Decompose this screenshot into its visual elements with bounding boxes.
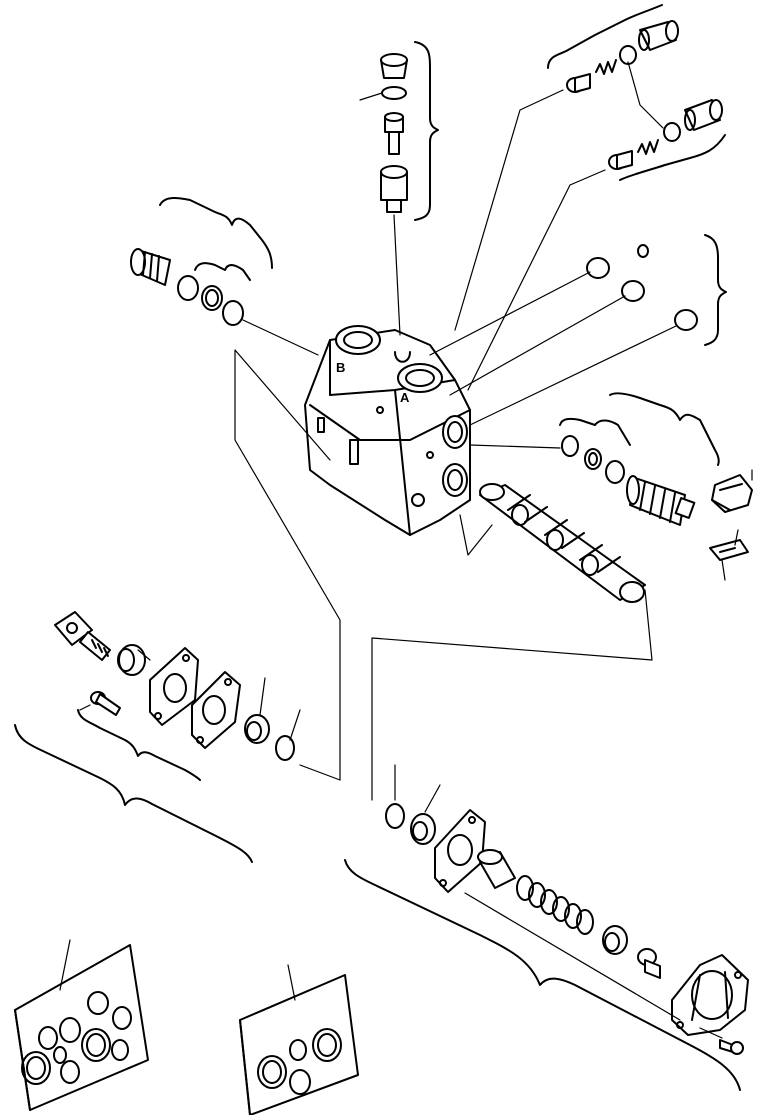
spool-end-backup-inner [588, 452, 598, 466]
left-o-ring-b [222, 300, 244, 326]
stop-bolt [637, 948, 661, 979]
left-backup-ring [201, 285, 223, 311]
large-o-ring [674, 309, 698, 331]
left-cap-bolt [90, 691, 121, 716]
medium-o-ring-a [586, 257, 610, 279]
relief-upper-poppet [566, 73, 591, 93]
relief-valve-lower-body [684, 99, 723, 131]
main-spool [479, 483, 646, 603]
left-group-brace [159, 197, 273, 269]
right-backup-washer [410, 813, 436, 845]
top-stack-brace [414, 41, 439, 221]
seal-kit-left [14, 939, 149, 1111]
top-o-ring [381, 86, 407, 100]
left-backup-ring-inner [205, 289, 219, 307]
left-gasket-plate [191, 671, 241, 749]
relief-lower-spring [637, 139, 659, 155]
left-cap-o-ring [275, 735, 295, 761]
relief-brace-upper [547, 4, 663, 69]
left-o-ring-a [177, 275, 199, 301]
top-stack-leader [359, 92, 401, 336]
spring-seat [477, 849, 516, 889]
left-seal-collar [117, 644, 146, 676]
right-end-plate [434, 809, 486, 893]
detent-clip [709, 539, 749, 561]
centering-spring [516, 875, 594, 935]
left-inner-brace [194, 262, 251, 281]
left-kit-brace [14, 724, 253, 863]
o-ring-group-brace [704, 234, 727, 346]
top-check-poppet [384, 112, 404, 155]
top-cap-plug [380, 53, 408, 79]
top-check-seat [380, 165, 408, 213]
right-plug-brace [609, 392, 720, 466]
spool-end-o-ring-a [561, 435, 579, 457]
left-cap-leaders [79, 649, 301, 741]
relief-upper-spring [595, 59, 617, 75]
left-backup-washer [244, 714, 270, 744]
relief-upper-o-ring [619, 45, 637, 65]
right-seal-brace [559, 417, 631, 446]
left-group-leader [242, 319, 319, 356]
relief-lower-o-ring [663, 122, 681, 142]
spring-retainer [602, 925, 628, 955]
small-o-ring [637, 244, 649, 258]
left-cap-bracket [234, 349, 341, 781]
relief-brace-lower [619, 134, 726, 181]
left-plug [130, 248, 171, 286]
lever-eye-bolt [54, 611, 111, 661]
relief-lower-poppet [608, 150, 633, 170]
left-bolt-brace [77, 709, 201, 781]
o-ring-leaders [429, 271, 677, 426]
spool-end-plug [626, 475, 696, 526]
right-cap-bracket [371, 589, 653, 801]
spool-end-o-ring-b [605, 460, 625, 484]
right-cap-o-ring [385, 803, 405, 829]
relief-leaders [454, 61, 664, 391]
spring-cap [671, 954, 749, 1036]
port-label-b: B [336, 360, 345, 375]
detent-cover [711, 474, 753, 513]
medium-o-ring-b [621, 280, 645, 302]
right-kit-brace [344, 859, 741, 1091]
right-end-leaders [469, 444, 753, 581]
cap-screw [719, 1039, 744, 1055]
valve-body [304, 325, 471, 536]
spool-leader [459, 514, 493, 556]
port-label-a: A [400, 390, 410, 405]
seal-kit-right [239, 964, 359, 1115]
left-end-plate [149, 647, 199, 726]
relief-valve-upper-body [638, 20, 679, 51]
spool-end-backup-ring [584, 448, 602, 470]
right-cap-leaders [394, 764, 723, 1039]
